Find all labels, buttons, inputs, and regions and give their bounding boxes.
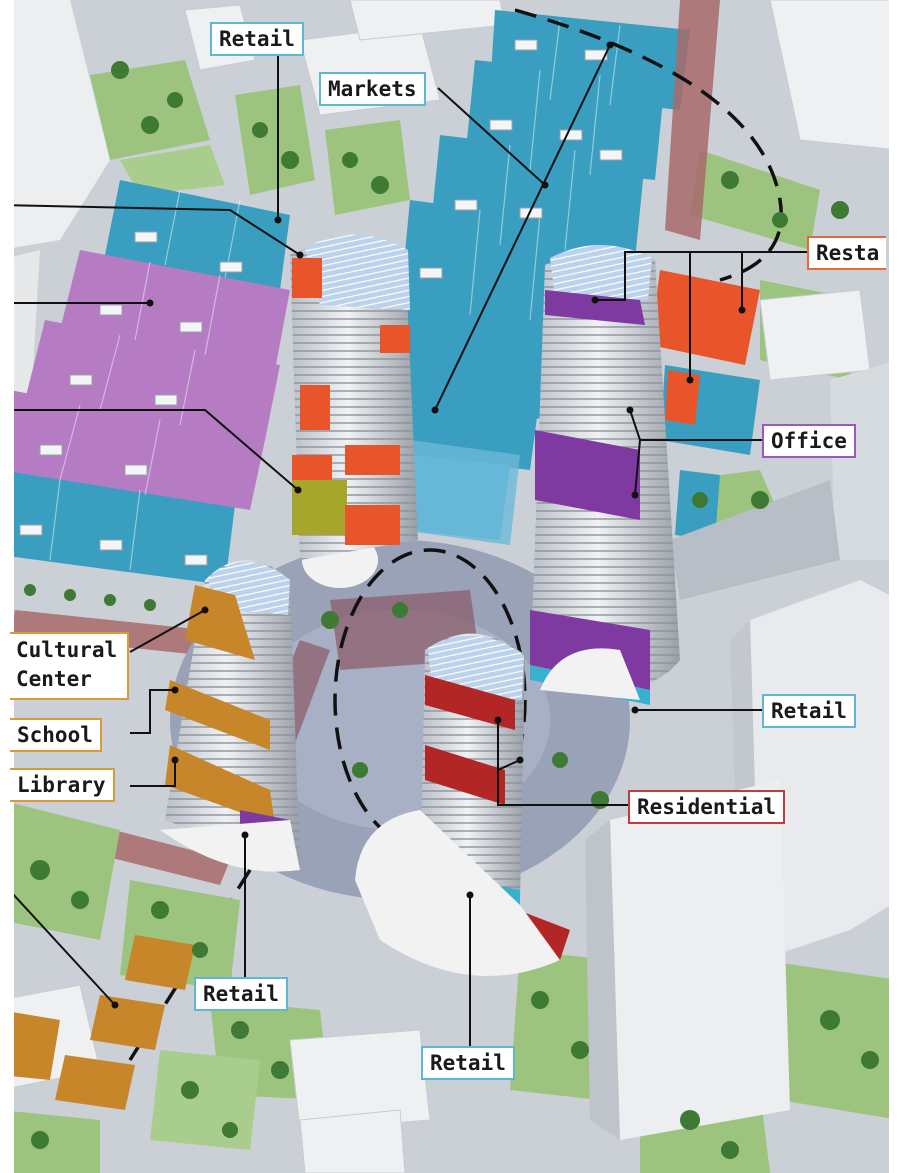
label-office: Office: [762, 424, 856, 458]
route-dashed: [333, 548, 527, 852]
label-retail-right: Retail: [762, 694, 856, 728]
skybridge: [670, 480, 840, 600]
white-towers-right: [585, 360, 899, 1140]
residential-roofs: [0, 250, 290, 510]
leader-lines: [0, 44, 807, 1046]
tower-c: [165, 560, 300, 870]
label-retail-top: Retail: [210, 22, 304, 56]
tower-b: [530, 245, 680, 705]
green-lots: [90, 60, 860, 550]
leader-dots: [111, 41, 746, 1009]
label-library: Library: [10, 768, 115, 802]
tower-base-terrace: [355, 810, 560, 976]
route-dashed: [514, 8, 783, 282]
roof-gridlines: [49, 19, 621, 571]
label-cultural-line2: Center: [16, 667, 92, 691]
label-markets: Markets: [319, 72, 426, 106]
label-cultural-line1: Cultural: [16, 638, 118, 662]
building-block: [0, 0, 110, 250]
atrium-glass: [400, 440, 520, 545]
roof-units: [19, 39, 623, 566]
frame-right: [889, 0, 899, 1173]
label-restaurant: Resta: [807, 236, 887, 270]
frame-left: [0, 0, 14, 1173]
restaurant-roof: [665, 370, 700, 425]
label-school: School: [10, 718, 102, 752]
restaurant-roof: [650, 270, 760, 365]
tower-base-terrace: [540, 648, 640, 700]
trees: [24, 61, 879, 1159]
label-residential: Residential: [628, 790, 786, 824]
tower-a: [290, 234, 418, 561]
label-retail-bottom-center: Retail: [421, 1046, 515, 1080]
tower-base-terrace: [160, 820, 300, 872]
cultural-buildings: [0, 935, 195, 1110]
label-retail-bottom-left: Retail: [194, 977, 288, 1011]
